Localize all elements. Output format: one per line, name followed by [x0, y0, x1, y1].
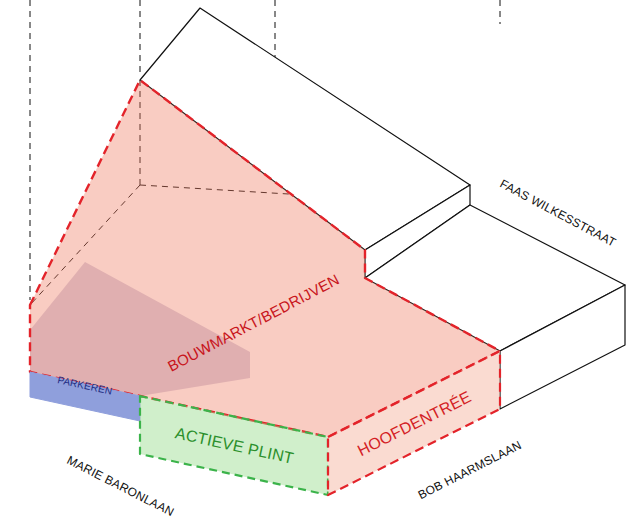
- volume-face: [30, 80, 500, 437]
- street-name: MARIE BARONLAAN: [64, 453, 175, 518]
- volume-face: [30, 372, 140, 421]
- volume-face: [140, 396, 328, 495]
- street-name: BOB HAARMSLAAN: [416, 438, 524, 502]
